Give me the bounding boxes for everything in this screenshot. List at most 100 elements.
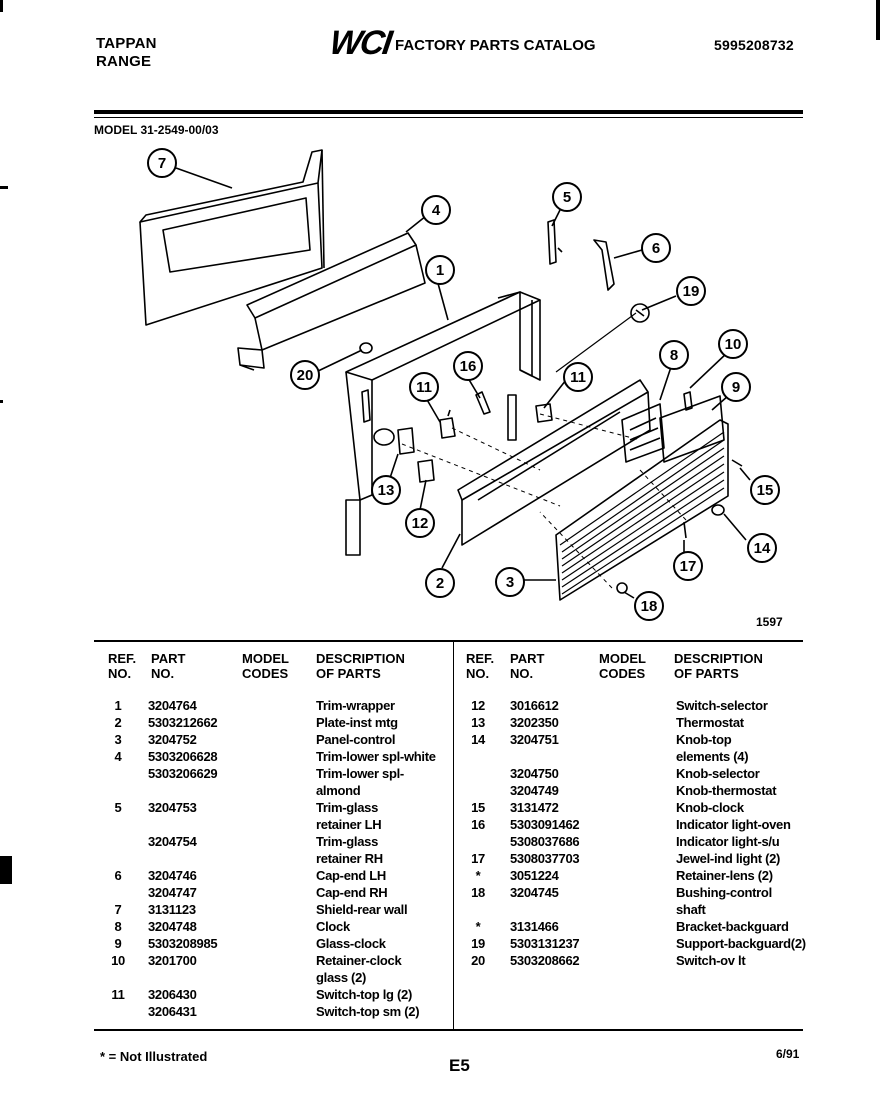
- cell-desc: retainer RH: [316, 851, 383, 866]
- table-row: almond: [104, 782, 449, 799]
- header-rule-thin: [94, 117, 803, 118]
- callout-label: 1: [436, 262, 444, 279]
- cell-ref: 14: [471, 732, 485, 747]
- callout-label: 2: [436, 575, 444, 592]
- header-model-line1: MODEL: [242, 651, 289, 666]
- cell-part: 5308037703: [510, 851, 580, 866]
- callout-label: 13: [378, 482, 395, 499]
- cell-desc: Switch-ov lt: [676, 953, 746, 968]
- cell-desc: Jewel-ind light (2): [676, 851, 781, 866]
- header-ref-line1: REF.: [466, 651, 495, 666]
- cell-desc: Switch-selector: [676, 698, 768, 713]
- cell-ref: 1: [114, 698, 122, 713]
- cell-part: 3206431: [148, 1004, 197, 1019]
- callout-label: 10: [725, 336, 742, 353]
- cell-part: 5308037686: [510, 834, 580, 849]
- cell-part: 3202350: [510, 715, 559, 730]
- cell-ref: 10: [111, 953, 125, 968]
- cell-ref: 12: [471, 698, 485, 713]
- cell-part: 3206430: [148, 987, 197, 1002]
- table-row: 20 5303208662 Switch-ov lt: [462, 952, 822, 969]
- callout-label: 12: [412, 515, 429, 532]
- cell-part: 5303206628: [148, 749, 218, 764]
- cell-ref: 20: [471, 953, 485, 968]
- cell-ref: 3: [114, 732, 122, 747]
- header-ref: REF. NO.: [108, 651, 136, 681]
- header-desc: DESCRIPTION OF PARTS: [674, 651, 763, 681]
- cell-part: 5303131237: [510, 936, 580, 951]
- header-desc: DESCRIPTION OF PARTS: [316, 651, 405, 681]
- table-row: 16 5303091462 Indicator light-oven: [462, 816, 822, 833]
- page-number: E5: [449, 1056, 470, 1075]
- cell-desc: Trim-glass: [316, 834, 379, 849]
- callout-label: 3: [506, 574, 514, 591]
- callout-label: 15: [757, 482, 774, 499]
- table-row: shaft: [462, 901, 822, 918]
- cell-desc: Plate-inst mtg: [316, 715, 398, 730]
- header-model: MODEL CODES: [242, 651, 289, 681]
- cell-part: 3204748: [148, 919, 197, 934]
- cell-part: 5303206629: [148, 766, 218, 781]
- callout-label: 16: [460, 358, 477, 375]
- cell-part: 5303091462: [510, 817, 580, 832]
- cell-part: 3051224: [510, 868, 559, 883]
- header-ref: REF. NO.: [466, 651, 494, 681]
- cell-desc: retainer LH: [316, 817, 382, 832]
- cell-desc: Knob-clock: [676, 800, 744, 815]
- callout-label: 20: [297, 367, 314, 384]
- table-top-rule: [94, 640, 803, 642]
- cell-desc: Shield-rear wall: [316, 902, 408, 917]
- cell-desc: Cap-end LH: [316, 868, 386, 883]
- header-ref-line1: REF.: [108, 651, 137, 666]
- header-desc-line1: DESCRIPTION: [316, 651, 405, 666]
- callout-label: 6: [652, 240, 660, 257]
- cell-ref: 16: [471, 817, 485, 832]
- cell-part: 3131123: [148, 902, 196, 917]
- cell-desc: Glass-clock: [316, 936, 386, 951]
- header-model-line2: CODES: [242, 666, 289, 681]
- callout-label: 14: [754, 540, 771, 557]
- table-row: 3206431 Switch-top sm (2): [104, 1003, 449, 1020]
- cell-part: 3204752: [148, 732, 197, 747]
- cell-part: 3204749: [510, 783, 559, 798]
- cell-part: 3016612: [510, 698, 559, 713]
- cell-desc: Indicator light-oven: [676, 817, 791, 832]
- table-row: elements (4): [462, 748, 822, 765]
- cell-part: 3204745: [510, 885, 559, 900]
- cell-part: 5303208662: [510, 953, 580, 968]
- cell-part: 5303208985: [148, 936, 218, 951]
- catalog-title: FACTORY PARTS CATALOG: [395, 37, 596, 54]
- cell-desc: Switch-top sm (2): [316, 1004, 420, 1019]
- cell-part: 3204750: [510, 766, 559, 781]
- cell-desc: almond: [316, 783, 361, 798]
- cell-desc: Bushing-control: [676, 885, 772, 900]
- cell-desc: shaft: [676, 902, 706, 917]
- callout-label: 18: [641, 598, 658, 615]
- cell-desc: Trim-lower spl-white: [316, 749, 436, 764]
- cell-ref: *: [475, 868, 481, 883]
- cell-ref: *: [475, 919, 481, 934]
- header-model-line2: CODES: [599, 666, 646, 681]
- cell-ref: 7: [114, 902, 122, 917]
- not-illustrated-note: * = Not Illustrated: [100, 1049, 208, 1064]
- cell-desc: Trim-wrapper: [316, 698, 395, 713]
- model-line: MODEL 31-2549-00/03: [94, 123, 219, 137]
- header-rule: [94, 110, 803, 114]
- header-part-line1: PART: [510, 651, 545, 666]
- table-row: 12 3016612 Switch-selector: [462, 697, 822, 714]
